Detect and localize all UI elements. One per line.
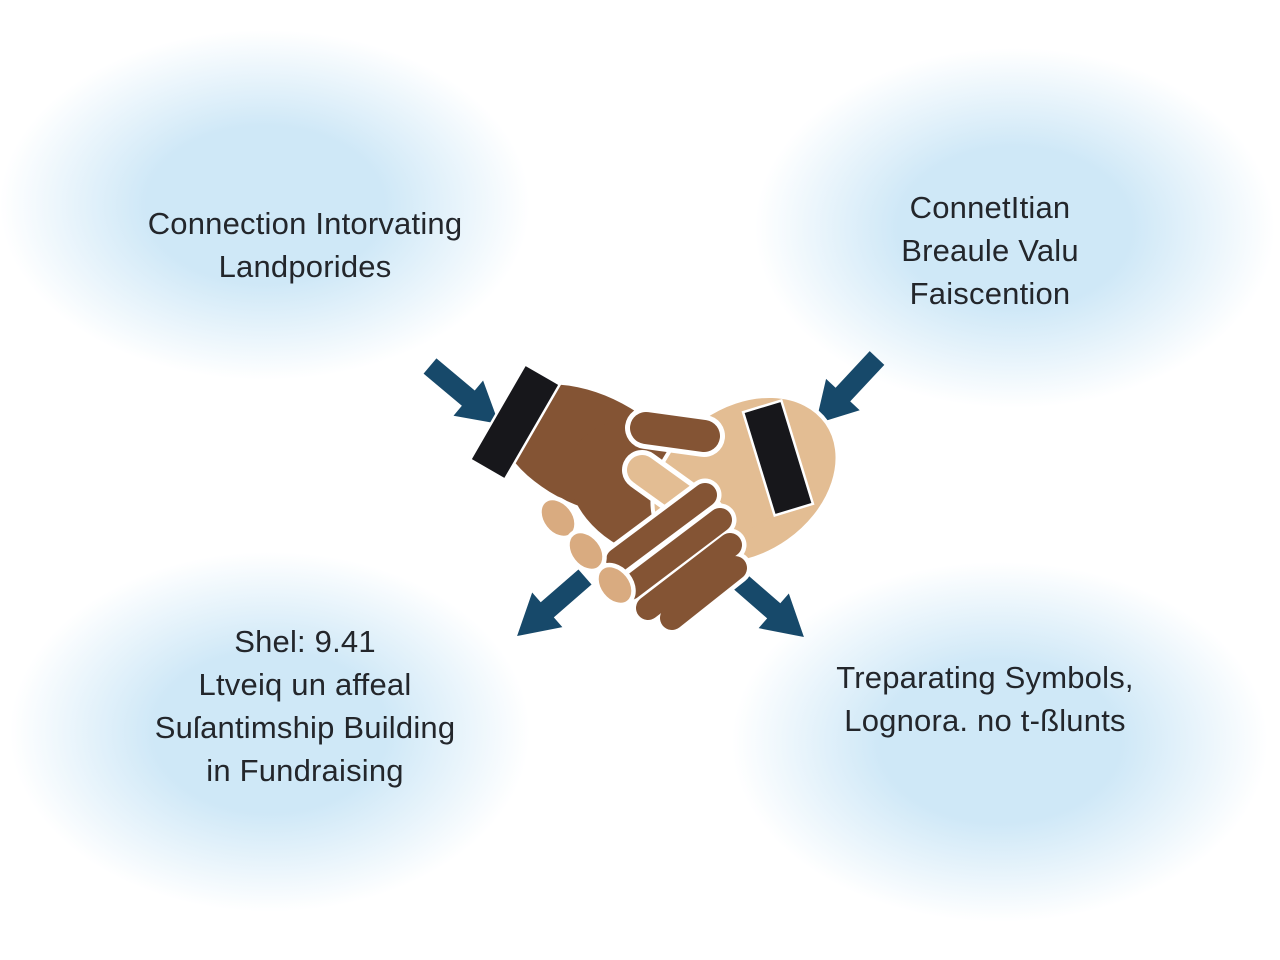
label-line: ConnetItian — [909, 190, 1071, 225]
label-bottom-left: Shel: 9.41 Ltveiq un affeal Suſantimship… — [75, 620, 535, 792]
label-top-left: Connection Intorvating Landporides — [75, 202, 535, 288]
right-cuff — [741, 398, 815, 518]
arrow-top-right-icon — [815, 351, 885, 424]
arrow-bottom-left-icon — [517, 569, 592, 637]
label-line: Landporides — [218, 249, 392, 284]
label-line: Suſantimship Building — [154, 710, 456, 745]
label-top-right: ConnetItian Breaule Valu Faiscention — [820, 186, 1160, 315]
label-line: Treparating Symbols, — [836, 660, 1134, 695]
label-line: Connection Intorvating — [147, 206, 463, 241]
label-line: Shel: 9.41 — [234, 624, 376, 659]
label-line: in Fundraising — [206, 753, 404, 788]
arrow-bottom-right-icon — [729, 570, 804, 638]
handshake-icon — [468, 362, 840, 635]
dark-fingers — [606, 483, 747, 630]
left-cuff — [468, 362, 562, 482]
dark-knuckle — [630, 412, 720, 452]
arrow-top-left-icon — [423, 358, 499, 424]
label-line: Breaule Valu — [901, 233, 1079, 268]
label-line: Lognora. no t-ßlunts — [844, 703, 1126, 738]
label-line: Ltveiq un affeal — [198, 667, 412, 702]
label-bottom-right: Treparating Symbols, Lognora. no t-ßlunt… — [780, 656, 1190, 742]
label-line: Faiscention — [909, 276, 1071, 311]
light-fingertip — [594, 562, 636, 608]
